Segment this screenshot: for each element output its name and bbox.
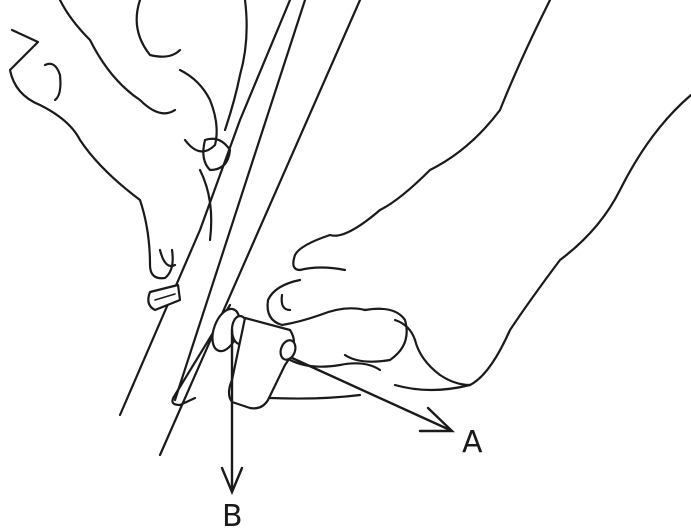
left-hand-illustration bbox=[10, 0, 247, 278]
callout-label-b: B bbox=[222, 499, 243, 531]
peg-detail bbox=[148, 285, 180, 310]
callout-label-a: A bbox=[462, 425, 483, 460]
right-hand-illustration bbox=[268, 0, 691, 399]
arrow-a bbox=[292, 358, 450, 430]
clamp-lever bbox=[207, 305, 298, 408]
